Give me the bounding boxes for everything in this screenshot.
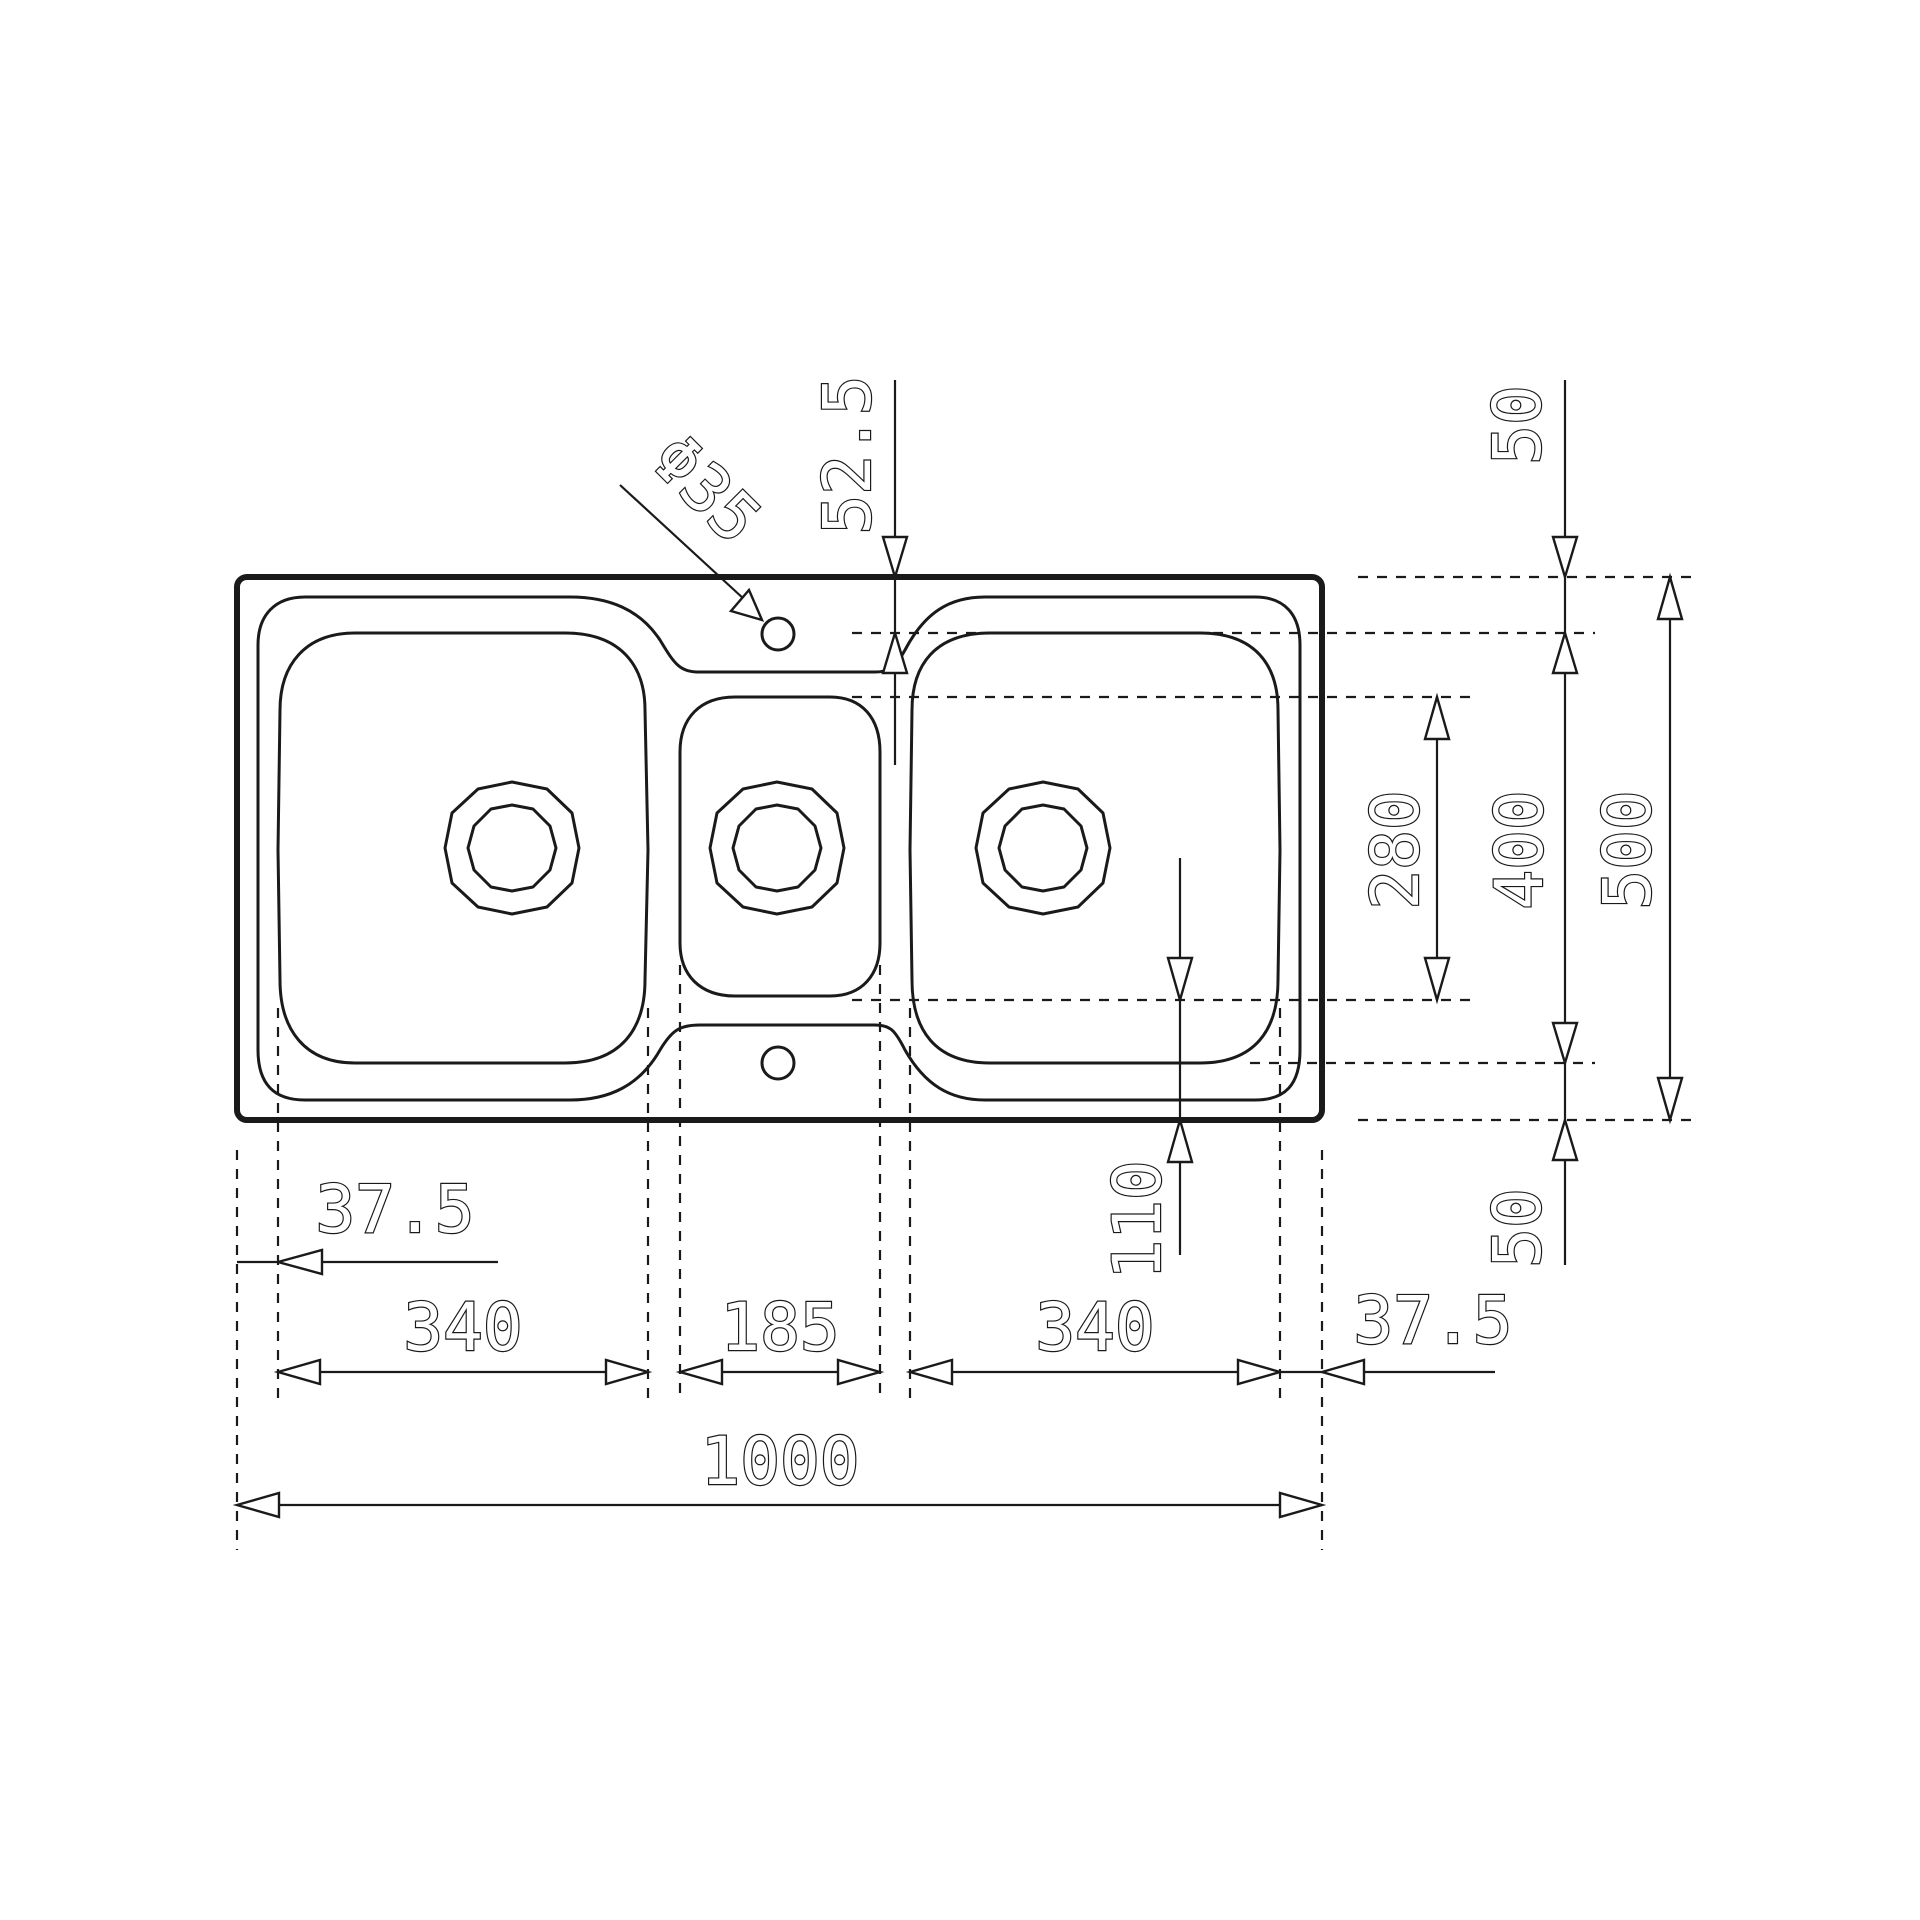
label-left-edge: 37.5	[316, 1171, 475, 1248]
label-hole-diameter: Φ35	[637, 420, 776, 559]
label-drain-offset: 110	[1099, 1160, 1176, 1279]
right-drain	[974, 780, 1112, 916]
label-total-width: 1000	[701, 1423, 860, 1500]
right-bowl	[908, 631, 1282, 1065]
left-bowl	[276, 631, 650, 1065]
label-small-bowl-depth: 280	[1357, 790, 1434, 909]
label-right-bowl-width: 340	[1035, 1289, 1154, 1366]
label-total-depth: 500	[1589, 790, 1666, 909]
label-small-bowl-width: 185	[720, 1289, 839, 1366]
dimension-lines	[232, 380, 1684, 1519]
label-bowl-depth: 400	[1481, 790, 1558, 909]
label-tap-hole-offset: 52.5	[809, 376, 886, 535]
tap-hole	[760, 616, 796, 652]
sink-outer-rim	[234, 574, 1325, 1123]
dimension-labels: Φ35 52.5 50 400 500 280 110 50 37.5 340 …	[314, 374, 1667, 1501]
label-top-margin: 50	[1479, 385, 1556, 464]
label-left-bowl-width: 340	[403, 1289, 522, 1366]
label-bottom-margin: 50	[1479, 1188, 1556, 1267]
small-bowl	[678, 695, 882, 998]
label-right-edge: 37.5	[1354, 1282, 1513, 1359]
extension-lines	[235, 575, 1700, 1550]
sink-inner-lip	[256, 595, 1302, 1102]
small-bowl-drain	[708, 780, 846, 916]
left-drain	[443, 780, 581, 916]
sink-body	[234, 574, 1325, 1123]
overflow-hole	[760, 1045, 796, 1081]
